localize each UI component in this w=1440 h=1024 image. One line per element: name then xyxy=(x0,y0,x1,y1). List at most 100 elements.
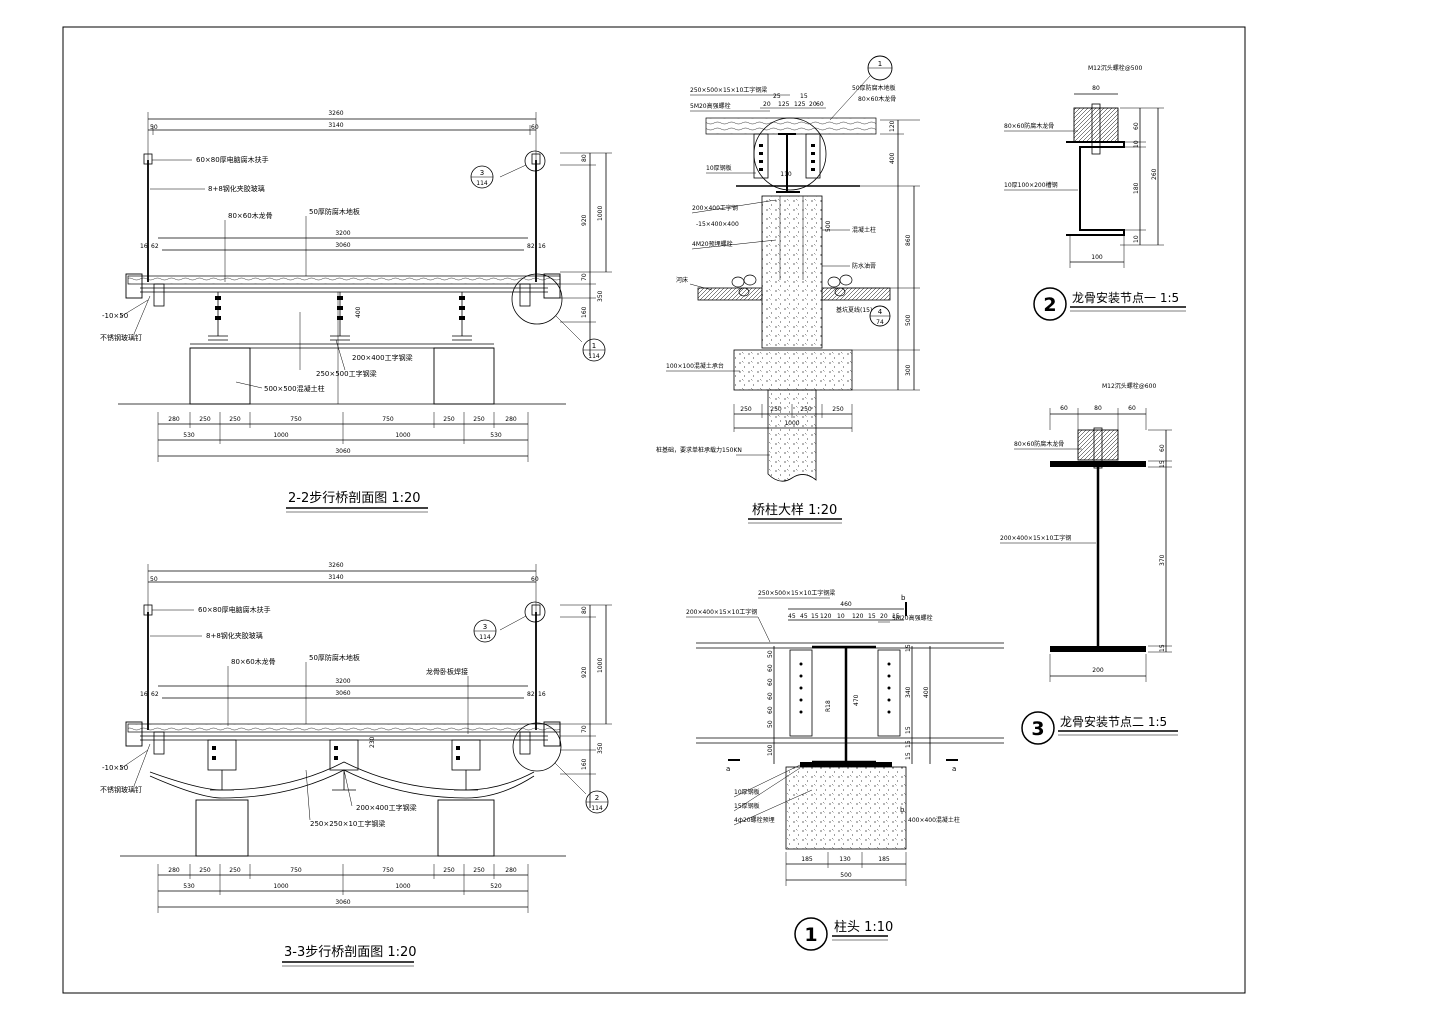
s33-bdim-280b: 280 xyxy=(505,867,517,874)
head-tdim-45b: 45 xyxy=(800,613,808,620)
s33-dim-16b: 16 xyxy=(538,691,546,698)
pier-tdim-125a: 125 xyxy=(778,101,790,108)
head-label-bolt: 5M20高强螺栓 xyxy=(892,614,933,622)
head-ldim-50a: 50 xyxy=(767,650,774,658)
s22-bdim-530a: 530 xyxy=(183,432,195,439)
s22-dim-62: 62 xyxy=(151,243,159,250)
n2-rdim-15a: 15 xyxy=(1159,460,1166,468)
head-ldim-60c: 60 xyxy=(767,692,774,700)
head-ldim-60d: 60 xyxy=(767,706,774,714)
pier-label-riverbed: 河床 xyxy=(676,276,688,284)
head-sec-b1: b xyxy=(901,594,906,602)
s22-bdim-530b: 530 xyxy=(490,432,502,439)
pier-label-cap: 100×100混凝土承台 xyxy=(666,362,724,370)
pier-rdim-400: 400 xyxy=(889,152,896,164)
s33-dim-3200: 3200 xyxy=(335,678,350,685)
head-label-r18: R18 xyxy=(825,700,832,712)
head-tdim-45a: 45 xyxy=(788,613,796,620)
n1-label-channel: 10厚100×200槽钢 xyxy=(1004,181,1058,189)
s22-rdim-160: 160 xyxy=(581,306,588,318)
head-title: 柱头 1:10 xyxy=(834,920,893,935)
pier-bdim-1000: 1000 xyxy=(784,420,799,427)
head-label-steel: 200×400×15×10工字钢 xyxy=(686,608,757,616)
s33-label-joist: 80×60木龙骨 xyxy=(231,657,276,666)
s33-rdim-70: 70 xyxy=(581,725,588,733)
sheet-border xyxy=(62,26,1246,994)
s33-label-glass: 8+8钢化夹胶玻璃 xyxy=(206,631,263,640)
s33-bdim-250c: 250 xyxy=(443,867,455,874)
head-label-beam: 250×500×15×10工字钢梁 xyxy=(758,589,835,597)
head-label-plate15: 15厚钢板 xyxy=(734,802,760,810)
head-bdim-500: 500 xyxy=(840,872,852,879)
head-rdim-15c: 15 xyxy=(905,740,912,748)
n2-rdim-60: 60 xyxy=(1159,444,1166,452)
head-tdim-15a: 15 xyxy=(811,613,819,620)
head-ldim-100: 100 xyxy=(767,744,774,756)
head-rdim-15d: 15 xyxy=(905,752,912,760)
s33-bdim-530: 530 xyxy=(183,883,195,890)
section-3-3: 3260 3140 50 60 60×80厚电脑腐木扶手 8+8钢化夹胶玻璃 8… xyxy=(100,562,612,967)
pier-label-floor: 50厚防腐木地板 xyxy=(852,84,896,92)
s33-callout2-sub: 114 xyxy=(591,805,603,812)
s22-bdim-250b: 250 xyxy=(229,416,241,423)
n2-tdim-60a: 60 xyxy=(1060,405,1068,412)
s33-dim-82: 82 xyxy=(527,691,535,698)
pier-rdim-500: 500 xyxy=(905,314,912,326)
s22-bdim-750a: 750 xyxy=(290,416,302,423)
n1-rdim-180: 180 xyxy=(1133,182,1140,194)
pier-tdim-60: 60 xyxy=(816,101,824,108)
s22-rdim-920: 920 xyxy=(581,214,588,226)
pier-rdim-300: 300 xyxy=(905,364,912,376)
s33-rdim-160: 160 xyxy=(581,758,588,770)
s33-label-beam250: 250×250×10工字钢梁 xyxy=(310,819,385,828)
head-number: 1 xyxy=(804,924,817,946)
pier-label-beam: 250×500×15×10工字钢梁 xyxy=(690,86,767,94)
n1-number: 2 xyxy=(1043,294,1056,316)
s33-callout3: 3 xyxy=(483,623,487,631)
n2-label-steel: 200×400×15×10工字钢 xyxy=(1000,534,1071,542)
head-rdim-15a: 15 xyxy=(905,644,912,652)
n2-tdim-80: 80 xyxy=(1094,405,1102,412)
node-two-detail: M12沉头螺栓@600 60 80 60 80×60防腐木龙骨 200×400×… xyxy=(1000,382,1178,745)
n2-rdim-370: 370 xyxy=(1159,554,1166,566)
s22-label-nail: 不锈钢玻璃钉 xyxy=(100,333,142,342)
n1-bdim-100: 100 xyxy=(1091,254,1103,261)
n1-label-bolt: M12沉头螺栓@500 xyxy=(1088,64,1142,72)
s22-rdim-1000: 1000 xyxy=(597,206,604,221)
s33-dim-62: 62 xyxy=(151,691,159,698)
head-bdim-185a: 185 xyxy=(801,856,813,863)
n2-tdim-60b: 60 xyxy=(1128,405,1136,412)
s33-rdim-350: 350 xyxy=(597,742,604,754)
s22-rdim-70: 70 xyxy=(581,273,588,281)
pier-label-pit: 基坑夏线(15) xyxy=(836,306,872,314)
n1-rdim-10a: 10 xyxy=(1133,140,1140,148)
pier-label-seal: 防水油膏 xyxy=(852,262,876,270)
pier-label-pile: 桩基础，要求单桩承载力150KN xyxy=(656,446,742,454)
n2-title: 龙骨安装节点二 1:5 xyxy=(1060,714,1167,729)
pier-rdim-860: 860 xyxy=(905,234,912,246)
s33-rdim-920: 920 xyxy=(581,666,588,678)
s33-bdim-750a: 750 xyxy=(290,867,302,874)
n2-label-bolt: M12沉头螺栓@600 xyxy=(1102,382,1156,390)
head-dim-470: 470 xyxy=(853,694,860,706)
head-bdim-185b: 185 xyxy=(878,856,890,863)
head-ldim-60a: 60 xyxy=(767,664,774,672)
pier-tdim-125b: 125 xyxy=(794,101,806,108)
s22-callout1-sub: 114 xyxy=(588,353,600,360)
n2-rdim-15b: 15 xyxy=(1159,644,1166,652)
head-tdim-120a: 120 xyxy=(820,613,832,620)
n1-rdim-260: 260 xyxy=(1151,168,1158,180)
pier-dim-110: 110 xyxy=(780,171,792,178)
pier-callout4: 4 xyxy=(878,308,883,316)
n2-label-joist: 80×60防腐木龙骨 xyxy=(1014,440,1064,448)
head-tdim-120b: 120 xyxy=(852,613,864,620)
head-ldim-50b: 50 xyxy=(767,720,774,728)
s22-dim-16b: 16 xyxy=(538,243,546,250)
s33-rdim-80: 80 xyxy=(581,606,588,614)
s22-callout1: 1 xyxy=(592,342,596,350)
pier-tdim-15: 15 xyxy=(800,93,808,100)
n1-label-joist: 80×60防腐木龙骨 xyxy=(1004,122,1054,130)
s33-callout3-sub: 114 xyxy=(479,634,491,641)
